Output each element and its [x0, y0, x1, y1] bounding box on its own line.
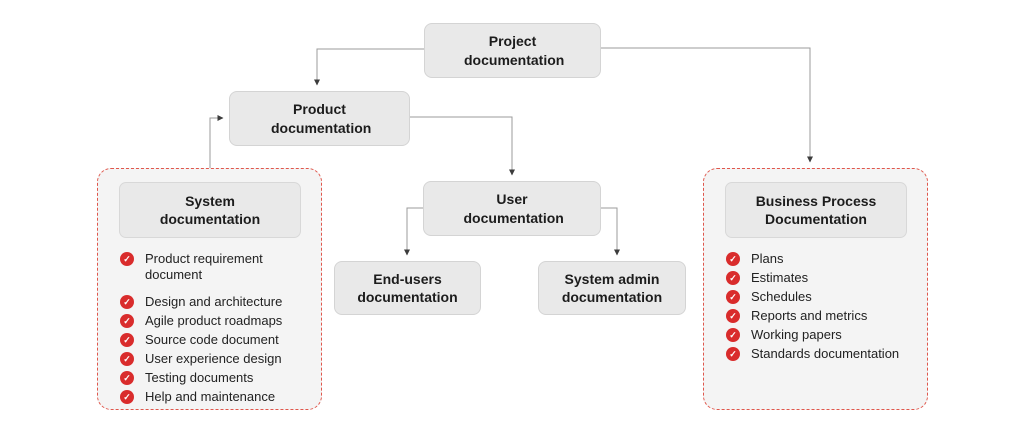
list-item-label: Product requirement document [145, 251, 263, 282]
list-item-label: Estimates [751, 270, 809, 285]
list-item-label: Design and architecture [145, 294, 283, 309]
panel-title: Business Process Documentation [755, 192, 877, 227]
node-system-admin-documentation: System admin documentation [538, 261, 686, 315]
check-icon: ✓ [120, 371, 134, 385]
check-icon: ✓ [726, 347, 740, 361]
list-item: ✓ Reports and metrics [726, 308, 917, 324]
edge-product-to-user [410, 116, 515, 176]
list-item: ✓ Help and maintenance [120, 389, 311, 405]
edge-project-to-product [314, 48, 424, 86]
edge-project-to-business-panel [601, 47, 813, 163]
list-item: ✓ Plans [726, 251, 917, 267]
list-item: ✓ User experience design [120, 351, 311, 367]
list-item: ✓ Testing documents [120, 370, 311, 386]
check-icon: ✓ [120, 314, 134, 328]
panel-business-header: Business Process Documentation [725, 182, 907, 238]
business-process-list: ✓ Plans ✓ Estimates ✓ Schedules ✓ Report… [726, 251, 917, 365]
list-item: ✓ Product requirement document [120, 251, 311, 283]
panel-system-documentation: System documentation ✓ Product requireme… [97, 168, 322, 410]
list-item-label: Reports and metrics [751, 308, 868, 323]
list-item: ✓ Source code document [120, 332, 311, 348]
check-icon: ✓ [726, 309, 740, 323]
list-item-label: User experience design [145, 351, 282, 366]
check-icon: ✓ [726, 328, 740, 342]
check-icon: ✓ [120, 352, 134, 366]
list-item: ✓ Estimates [726, 270, 917, 286]
node-end-users-documentation: End-users documentation [334, 261, 481, 315]
list-item: ✓ Standards documentation [726, 346, 917, 362]
node-project-documentation: Project documentation [424, 23, 601, 78]
panel-title: System documentation [159, 192, 261, 227]
check-icon: ✓ [726, 271, 740, 285]
panel-system-header: System documentation [119, 182, 301, 238]
check-icon: ✓ [120, 252, 134, 266]
edge-system-panel-to-product [209, 115, 224, 168]
check-icon: ✓ [120, 333, 134, 347]
node-label: Product documentation [271, 101, 372, 136]
list-item-label: Agile product roadmaps [145, 313, 283, 328]
list-item-label: Help and maintenance [145, 389, 276, 404]
edge-user-to-endusers [404, 207, 423, 256]
node-label: System admin documentation [561, 270, 663, 305]
list-item-label: Schedules [751, 289, 812, 304]
node-label: User documentation [463, 191, 564, 226]
system-documentation-list: ✓ Product requirement document ✓ Design … [120, 251, 311, 408]
check-icon: ✓ [120, 390, 134, 404]
node-product-documentation: Product documentation [229, 91, 410, 146]
check-icon: ✓ [726, 290, 740, 304]
node-user-documentation: User documentation [423, 181, 601, 236]
list-item: ✓ Design and architecture [120, 294, 311, 310]
list-item: ✓ Agile product roadmaps [120, 313, 311, 329]
check-icon: ✓ [726, 252, 740, 266]
list-item: ✓ Working papers [726, 327, 917, 343]
node-label: Project documentation [464, 33, 565, 68]
check-icon: ✓ [120, 295, 134, 309]
list-item-label: Working papers [751, 327, 842, 342]
list-item: ✓ Schedules [726, 289, 917, 305]
list-item-label: Standards documentation [751, 346, 900, 361]
edge-user-to-sysadmin [601, 207, 620, 256]
list-item-label: Plans [751, 251, 784, 266]
panel-business-process-documentation: Business Process Documentation ✓ Plans ✓… [703, 168, 928, 410]
node-label: End-users documentation [357, 270, 458, 305]
list-item-label: Testing documents [145, 370, 254, 385]
list-item-label: Source code document [145, 332, 279, 347]
